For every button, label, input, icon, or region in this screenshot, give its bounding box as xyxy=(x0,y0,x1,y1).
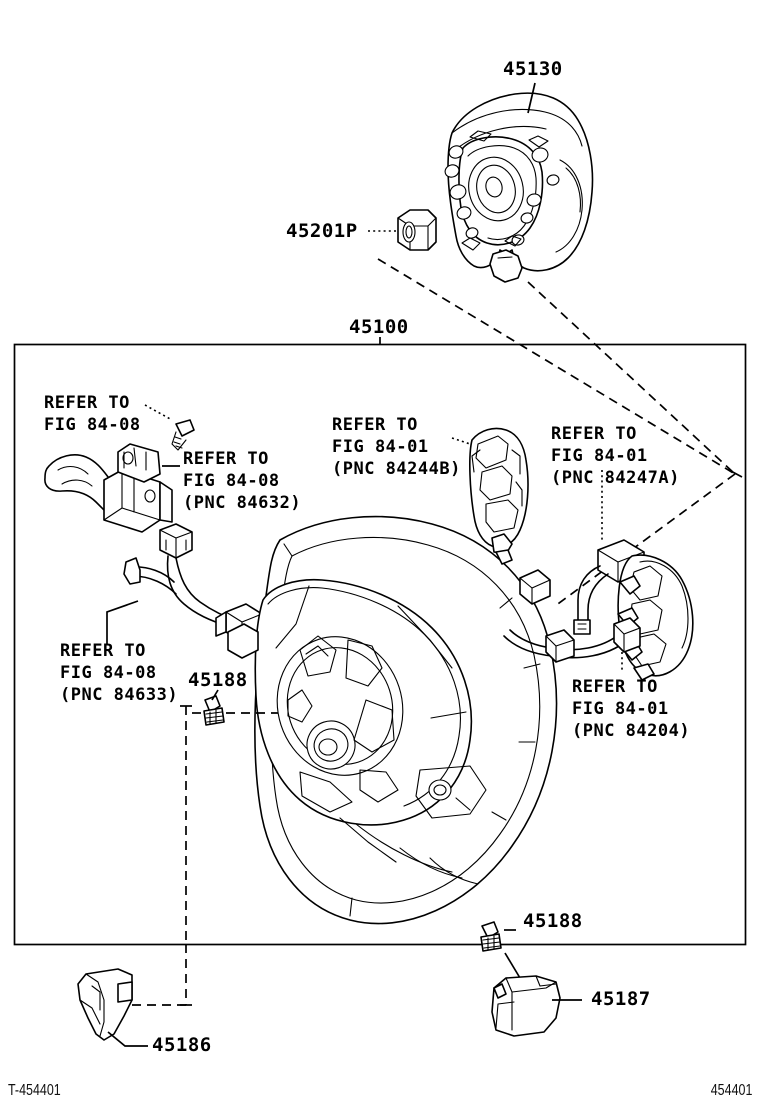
leader-refer-84244b xyxy=(451,437,471,445)
callout-45100: 45100 xyxy=(349,316,409,338)
refer-label-84247a: REFER TO FIG 84-01 (PNC 84247A) xyxy=(551,424,680,488)
leader-refer-84-08-a xyxy=(144,404,173,421)
switch-84244b-drawing xyxy=(469,427,529,565)
nut-45201p-drawing xyxy=(397,209,437,251)
refer-label-84244b: REFER TO FIG 84-01 (PNC 84244B) xyxy=(332,415,461,479)
combination-switch-drawing xyxy=(44,419,263,643)
leader-45130 xyxy=(527,82,536,114)
projection-45186 xyxy=(124,705,192,1006)
leader-45187-connector xyxy=(504,952,521,979)
sheet-code-left: T-454401 xyxy=(8,1082,61,1099)
refer-label-84632: REFER TO FIG 84-08 (PNC 84632) xyxy=(183,449,302,513)
assembly-projection-lines xyxy=(377,258,743,607)
steering-wheel-drawing xyxy=(227,515,558,925)
leader-refer-84633 xyxy=(106,600,139,645)
refer-label-84-08-a: REFER TO FIG 84-08 xyxy=(44,393,141,435)
refer-label-84204: REFER TO FIG 84-01 (PNC 84204) xyxy=(572,677,691,741)
harness-84247a-drawing xyxy=(503,539,694,681)
callout-45130: 45130 xyxy=(503,58,563,80)
callout-45186: 45186 xyxy=(152,1034,212,1056)
callout-45188-lower: 45188 xyxy=(523,910,583,932)
callout-45188-upper: 45188 xyxy=(188,669,248,691)
callout-45201p: 45201P xyxy=(286,220,358,242)
cover-45187-drawing xyxy=(491,975,561,1037)
screw-45188-upper-drawing xyxy=(203,695,225,726)
refer-label-84633: REFER TO FIG 84-08 (PNC 84633) xyxy=(60,641,179,705)
leader-45186 xyxy=(107,1031,148,1047)
sheet-code-right: 454401 xyxy=(710,1082,752,1099)
cover-45186-drawing xyxy=(77,968,133,1041)
screw-45188-lower-drawing xyxy=(480,921,502,952)
screw-upper-left xyxy=(171,419,195,451)
callout-45187: 45187 xyxy=(591,988,651,1010)
main-frame-box xyxy=(13,337,747,946)
leader-45188-upper-c xyxy=(211,689,219,701)
airbag-assembly-drawing xyxy=(444,92,594,283)
